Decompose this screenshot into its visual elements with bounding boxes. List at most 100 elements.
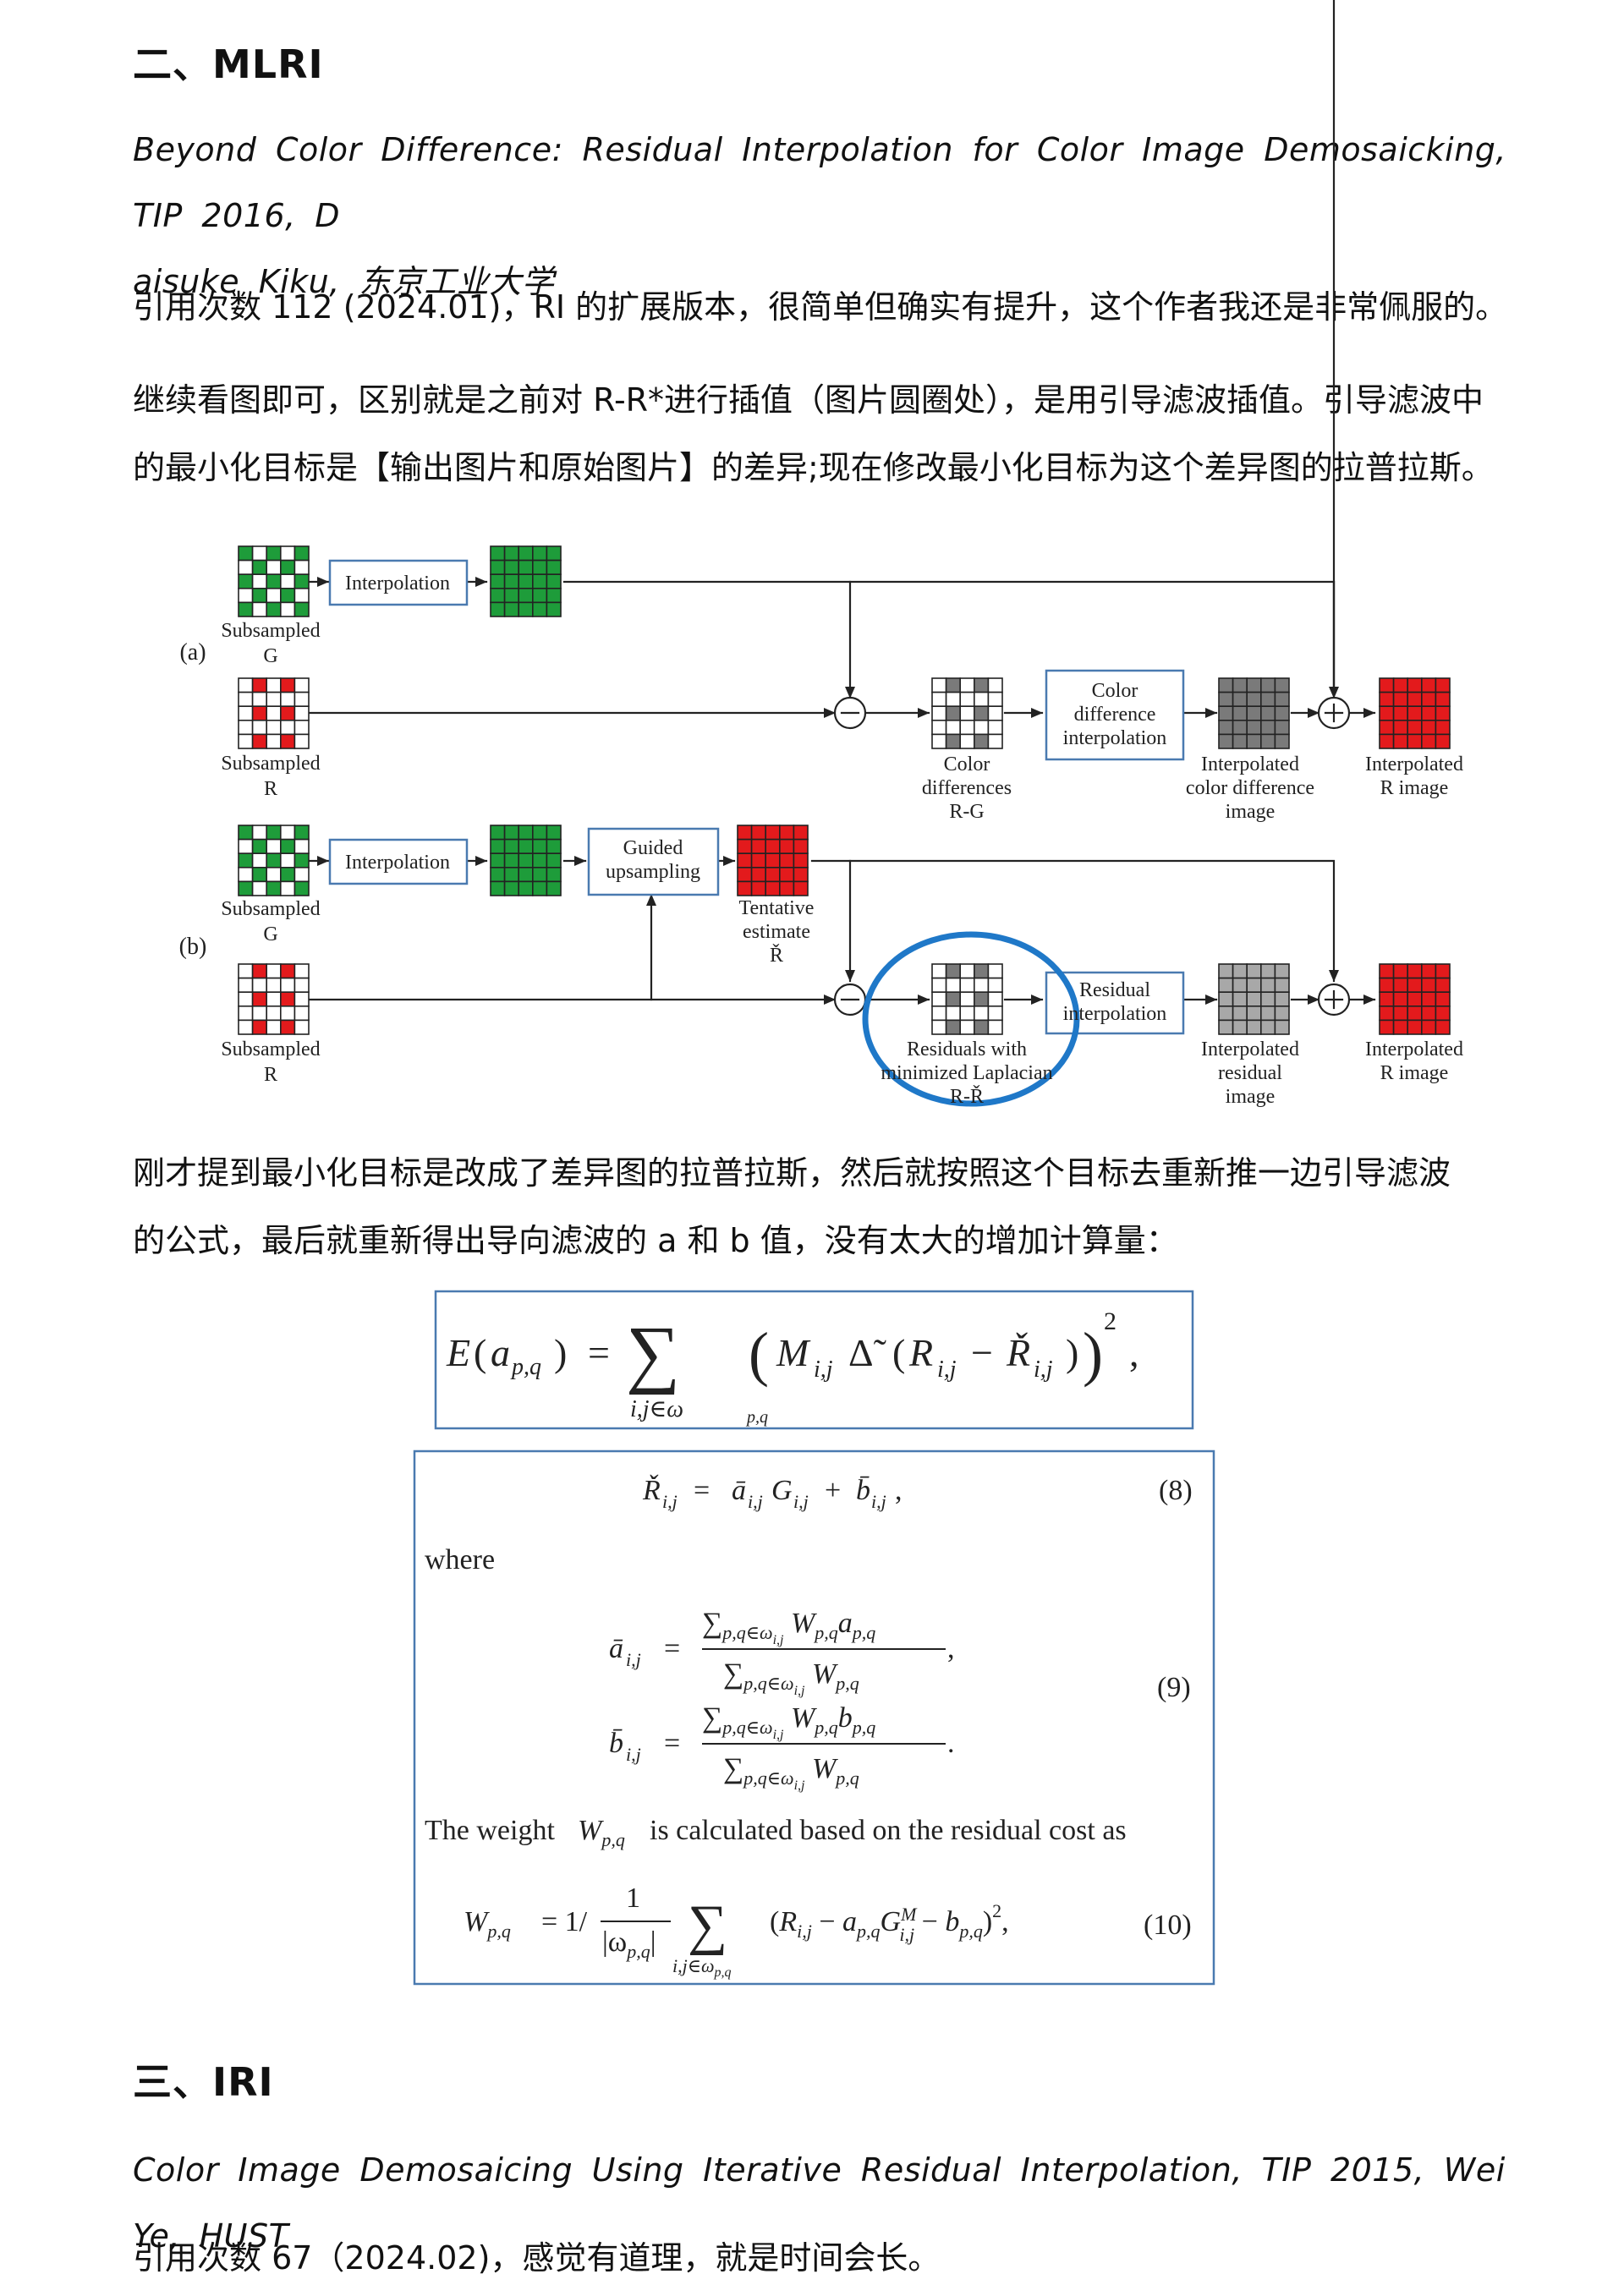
eq9-b-lhs: b̄ [609,1728,623,1759]
grid-subsampled-g-b [238,825,310,896]
grid-cell [251,977,268,993]
grid-cell [1218,677,1234,693]
grid-cell [518,587,534,604]
grid-cell [931,1006,947,1022]
grid-cell [987,991,1003,1007]
grid-cell [987,719,1003,736]
grid-cell [1392,733,1408,749]
cdi-line-1: Color [1092,680,1138,702]
grid-cell [1260,991,1276,1007]
grid-cell [765,867,781,883]
eq10-equals: = 1/ [541,1906,588,1937]
grid-residuals [931,963,1003,1035]
grid-cell [1218,963,1234,979]
grid-cell [959,719,975,736]
grid-cell [959,705,975,721]
eq8-equals: = [694,1475,710,1506]
grid-cell [266,991,282,1007]
grid-cell [294,587,310,604]
grid-cell [1435,1019,1451,1035]
grid-cell [778,825,795,841]
grid-cell [1435,705,1451,721]
color-differences-line-1: Color [944,753,990,775]
grid-cell [294,545,310,562]
grid-cell [1232,733,1248,749]
grid-cell [778,838,795,854]
grid-cell [1232,719,1248,736]
grid-cell [238,963,254,979]
grid-cell [238,587,254,604]
equations-box [413,1449,1215,1986]
grid-subsampled-r-b [238,963,310,1035]
formula-equals: = [588,1331,610,1374]
grid-cell [238,719,254,736]
paragraph-line-2: 的最小化目标是【输出图片和原始图片】的差异;现在修改最小化目标为这个差异图的拉普… [133,449,1494,486]
energy-formula-box [434,1290,1194,1430]
interpolated-r-b-line-1: Interpolated [1365,1038,1463,1060]
grid-cell [765,825,781,841]
formula-M-sub: i,j [814,1356,833,1383]
grid-cell [1260,1006,1276,1022]
grid-cell [931,963,947,979]
grid-cell [1379,963,1395,979]
grid-cell [1379,1006,1395,1022]
grid-cell [931,1019,947,1035]
grid-subsampled-r-a [238,677,310,749]
grid-cell [490,587,506,604]
grid-cell [1392,705,1408,721]
grid-cell [1274,677,1290,693]
grid-cell [1232,705,1248,721]
grid-interpolated-r-b [1379,963,1451,1035]
interpolation-label-b: Interpolation [345,852,450,874]
grid-cell [490,825,506,841]
grid-cell [1260,963,1276,979]
grid-cell [266,601,282,617]
subsampled-g-label-a: Subsampled [221,620,320,642]
grid-cell [1379,991,1395,1007]
paragraph-line-1: 继续看图即可，区别就是之前对 R-R*进行插值（图片圆圈处），是用引导滤波插值。… [133,381,1484,419]
grid-cell [238,573,254,589]
grid-cell [987,977,1003,993]
section-heading-mlri: 二、MLRI [133,41,324,87]
grid-cell [778,867,795,883]
grid-cell [959,691,975,707]
grid-cell [238,1019,254,1035]
grid-cell [294,705,310,721]
grid-cell [1260,677,1276,693]
grid-cell [266,705,282,721]
weight-text-a: The weight [425,1815,555,1846]
grid-cell [251,573,268,589]
grid-cell [279,991,296,1007]
grid-cell [279,705,296,721]
grid-cell [793,825,809,841]
grid-cell [503,852,519,869]
grid-cell [1218,733,1234,749]
grid-cell [238,867,254,883]
grid-cell [1392,1006,1408,1022]
grid-cell [931,677,947,693]
subsampled-r-label-b: Subsampled [221,1038,320,1060]
grid-cell [987,691,1003,707]
subsampled-g-letter-b: G [263,923,277,945]
grid-cell [279,1006,296,1022]
color-difference-interpolation-box [1045,669,1185,761]
grid-cell [1421,991,1437,1007]
residual-interp-line-2: interpolation [1063,1003,1167,1025]
grid-cell [518,838,534,854]
grid-cell [294,719,310,736]
grid-cell [238,1006,254,1022]
grid-cell [266,852,282,869]
interpolated-r-a-line-2: R image [1380,777,1449,799]
citation-line-2: aisuke Kiku, 东京工业大学 [133,263,555,300]
interpolation-label-a: Interpolation [345,573,450,595]
grid-cell [251,691,268,707]
interpolated-r-b-line-2: R image [1380,1062,1449,1084]
grid-cell [251,963,268,979]
grid-cell [987,733,1003,749]
weight-text-b: is calculated based on the residual cost… [650,1815,1127,1846]
grid-cell [503,601,519,617]
grid-cell [945,991,961,1007]
grid-cell [1274,1019,1290,1035]
grid-cell [279,880,296,896]
